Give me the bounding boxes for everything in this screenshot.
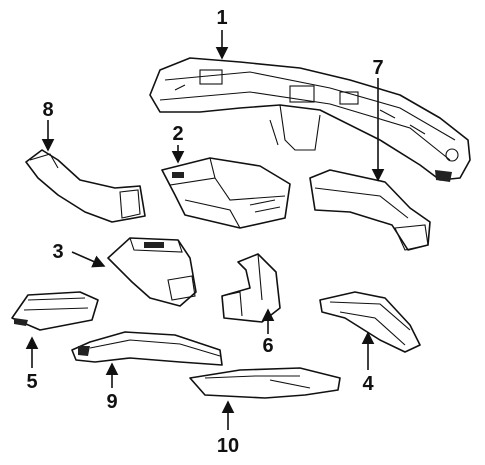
part-4-right-floor-duct xyxy=(319,291,421,353)
callout-5: 5 xyxy=(26,371,37,393)
part-1-main-duct xyxy=(149,57,471,182)
callout-9: 9 xyxy=(106,391,117,413)
callout-6: 6 xyxy=(262,335,273,357)
part-5-left-floor-outlet xyxy=(11,291,99,331)
part-2-center-vent xyxy=(161,157,291,229)
callout-4: 4 xyxy=(362,373,374,395)
callout-7: 7 xyxy=(372,57,383,79)
callout-3: 3 xyxy=(52,241,63,263)
leader-3 xyxy=(71,251,106,268)
part-10-rear-floor-duct xyxy=(189,367,341,399)
part-9-long-floor-duct xyxy=(71,331,223,366)
callout-2: 2 xyxy=(172,123,183,145)
callout-10: 10 xyxy=(217,435,239,457)
part-7-right-vent-duct xyxy=(309,169,431,251)
part-6-curved-duct xyxy=(221,253,281,323)
callout-1: 1 xyxy=(216,7,227,29)
part-3-duct-elbow xyxy=(107,237,197,307)
callout-8: 8 xyxy=(42,99,53,121)
part-8-left-vent-tube xyxy=(25,149,146,223)
